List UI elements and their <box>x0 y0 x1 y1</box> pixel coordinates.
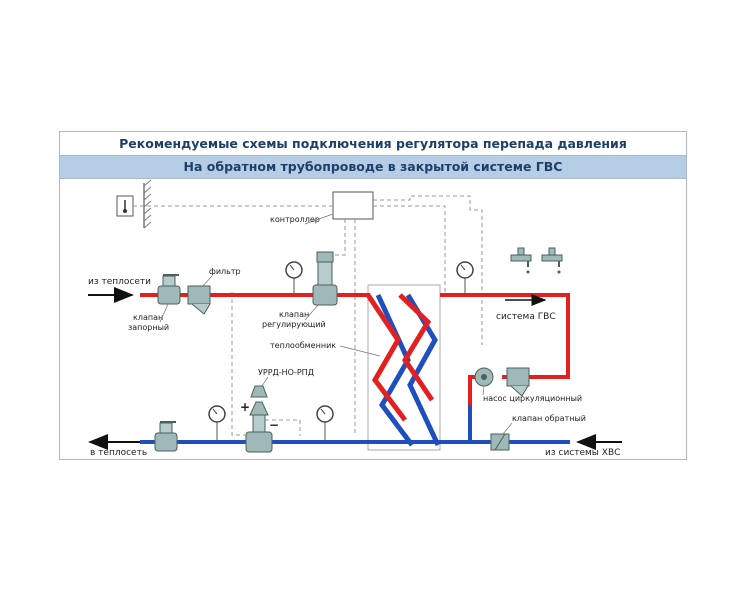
shutoff-valve-leader <box>159 303 169 323</box>
thermometer-icon <box>116 195 134 217</box>
regulating-valve <box>312 251 338 306</box>
from-cold-water-label: из системы ХВС <box>545 448 620 458</box>
pump-label: насос циркуляционный <box>483 394 582 403</box>
heat-exchanger <box>365 284 441 451</box>
shutoff-valve-label-2: запорный <box>128 323 169 332</box>
regulator-minus: − <box>269 418 279 432</box>
check-valve-label: клапан обратный <box>512 414 586 423</box>
wall-hatching <box>143 179 152 229</box>
regulator-label: УРРД-НО-РПД <box>258 368 314 377</box>
controller-leader <box>304 213 334 225</box>
pressure-regulator <box>245 385 273 453</box>
pressure-gauge-icon <box>208 405 226 440</box>
filter-leader <box>201 275 213 288</box>
from-heating-label: из теплосети <box>88 277 151 287</box>
to-heating-label: в теплосеть <box>90 448 147 458</box>
heat-exchanger-leader <box>339 345 381 357</box>
pressure-gauge-icon <box>456 261 474 293</box>
controller-box <box>332 191 374 220</box>
pressure-gauge-icon <box>316 405 334 440</box>
shutoff-valve-return <box>154 421 178 452</box>
faucet-icon <box>541 247 563 274</box>
reg-valve-leader <box>304 304 319 321</box>
regulator-leader <box>261 376 269 387</box>
reg-valve-label-2: регулирующий <box>262 320 326 329</box>
dhw-system-label: система ГВС <box>496 312 556 322</box>
shutoff-valve-supply <box>157 274 181 305</box>
check-valve <box>490 433 510 451</box>
heat-exchanger-label: теплообменник <box>270 341 336 350</box>
controller-label: контроллер <box>270 215 320 224</box>
faucet-icon <box>510 247 532 274</box>
filter-label: фильтр <box>209 267 241 276</box>
diagram-title: Рекомендуемые схемы подключения регулято… <box>60 132 686 156</box>
diagram-subtitle: На обратном трубопроводе в закрытой сист… <box>60 156 686 179</box>
check-valve-leader <box>502 422 513 435</box>
pump-leader <box>482 385 485 396</box>
shutoff-valve-label-1: клапан <box>133 313 163 322</box>
filter <box>187 285 211 315</box>
reg-valve-label-1: клапан <box>279 310 309 319</box>
circulation-pump <box>474 367 494 387</box>
recirculation-valve <box>506 367 530 397</box>
pressure-gauge-icon <box>285 261 303 293</box>
regulator-plus: + <box>240 400 250 414</box>
